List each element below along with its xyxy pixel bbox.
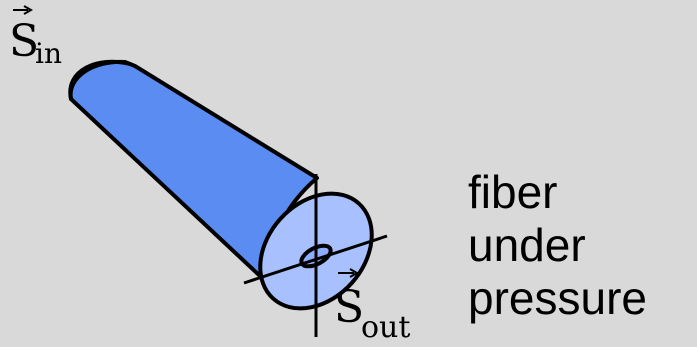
s-out-subscript: out — [361, 310, 410, 345]
caption-line-under: under — [468, 219, 586, 271]
fiber-caption: fiber under pressure — [468, 166, 693, 325]
caption-line-pressure: pressure — [468, 272, 647, 324]
s-in-symbol: S — [9, 16, 39, 67]
s-in-label: S in — [9, 5, 62, 70]
diagonal-axis-line — [243, 234, 388, 285]
s-out-vector-arrow-head — [349, 268, 360, 278]
s-in-subscript: in — [35, 37, 62, 70]
s-out-symbol: S — [334, 282, 364, 333]
caption-line-fiber: fiber — [468, 166, 558, 218]
fiber-back-cap — [68, 59, 132, 101]
s-out-label: S out — [334, 268, 410, 345]
s-in-vector-arrow-head — [23, 5, 34, 15]
